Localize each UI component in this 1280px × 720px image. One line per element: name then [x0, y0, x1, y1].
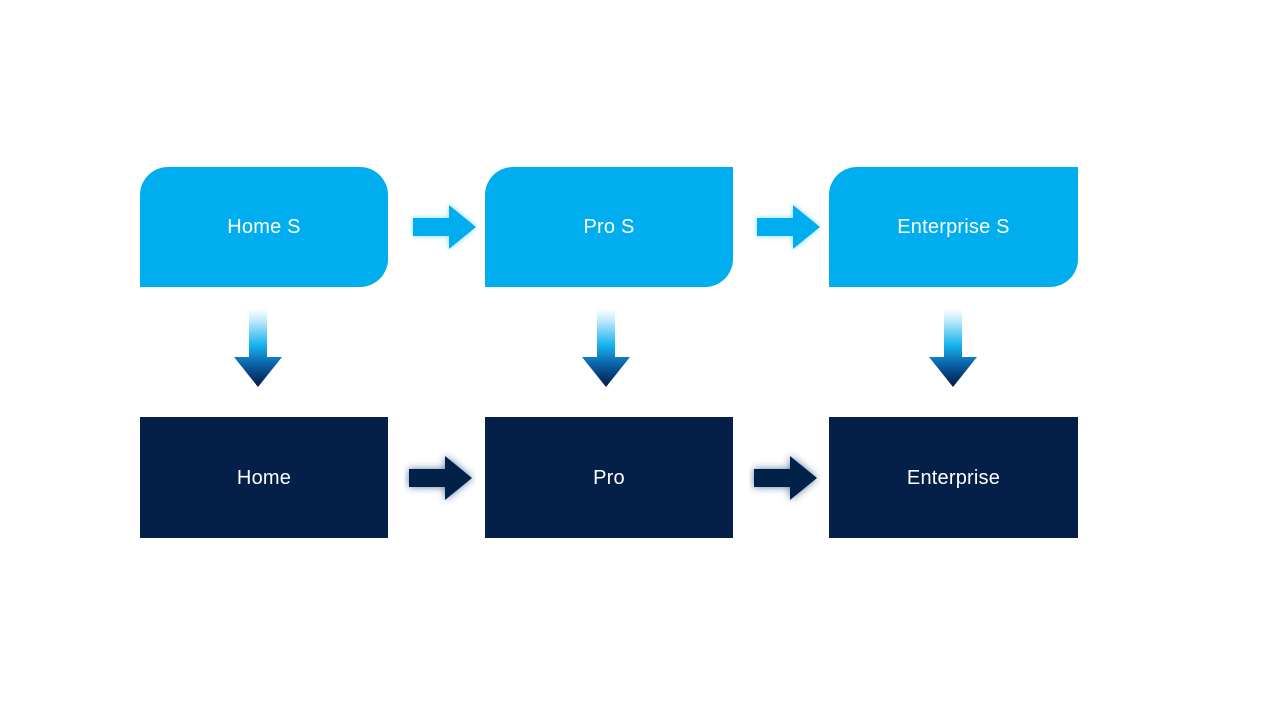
node-pro-s[interactable]: Pro S — [485, 167, 733, 287]
arrow-down-icon-enterprise-s-to-enterprise — [925, 307, 981, 391]
arrow-down-icon-pro-s-to-pro — [578, 307, 634, 391]
node-home-s[interactable]: Home S — [140, 167, 388, 287]
node-pro[interactable]: Pro — [485, 417, 733, 538]
node-home-label: Home — [236, 466, 292, 489]
node-enterprise[interactable]: Enterprise — [829, 417, 1078, 538]
arrow-right-icon-pro-to-enterprise — [749, 450, 821, 506]
node-enterprise-s-label: Enterprise S — [897, 216, 1010, 238]
node-enterprise-s[interactable]: Enterprise S — [829, 167, 1078, 287]
arrow-right-icon-pro-s-to-enterprise-s — [752, 199, 824, 255]
node-home[interactable]: Home — [140, 417, 388, 538]
node-enterprise-label: Enterprise — [906, 466, 1001, 489]
node-pro-label: Pro — [593, 466, 625, 489]
arrow-right-icon-home-to-pro — [404, 450, 476, 506]
arrow-right-icon-home-s-to-pro-s — [408, 199, 480, 255]
node-pro-s-label: Pro S — [583, 216, 635, 238]
arrow-down-icon-home-s-to-home — [230, 307, 286, 391]
node-home-s-label: Home S — [227, 216, 301, 238]
